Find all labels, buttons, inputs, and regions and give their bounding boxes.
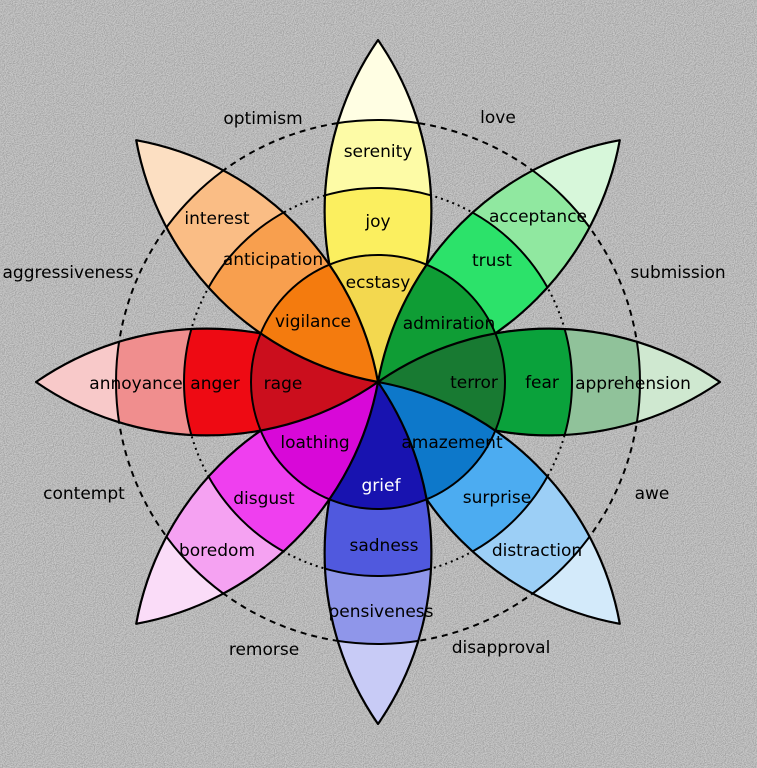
dyad-label-awe: awe: [635, 484, 670, 504]
petal-disgust: [136, 382, 378, 624]
label-anticipation: anticipation: [223, 250, 323, 270]
dyad-label-disapproval: disapproval: [452, 638, 551, 658]
label-trust: trust: [472, 251, 512, 271]
label-distraction: distraction: [492, 541, 582, 561]
dyad-label-remorse: remorse: [229, 640, 299, 660]
label-boredom: boredom: [179, 541, 255, 561]
label-fear: fear: [525, 373, 559, 393]
segment-pensiveness: [324, 382, 432, 645]
dyad-label-submission: submission: [630, 263, 725, 283]
label-joy: joy: [364, 212, 390, 232]
segment-serenity: [324, 119, 432, 382]
label-acceptance: acceptance: [489, 207, 587, 227]
segment-anger: [183, 328, 378, 436]
segment-loathing: [250, 382, 378, 510]
label-serenity: serenity: [344, 142, 413, 162]
label-disgust: disgust: [233, 489, 295, 509]
label-grief: grief: [362, 476, 402, 496]
segment-vigilance: [250, 254, 378, 382]
petal-anticipation: [136, 140, 378, 382]
petal-fear: [378, 328, 720, 436]
petal-anticipation-outline: [135, 139, 380, 384]
label-sadness: sadness: [349, 536, 418, 556]
label-surprise: surprise: [463, 488, 531, 508]
segment-terror: [378, 328, 506, 436]
label-terror: terror: [450, 373, 498, 393]
label-apprehension: apprehension: [575, 374, 691, 394]
segment-fear: [378, 328, 573, 436]
label-amazement: amazement: [401, 433, 503, 453]
petal-surprise: [378, 382, 620, 624]
dyad-label-love: love: [480, 108, 516, 128]
dyad-label-contempt: contempt: [43, 484, 125, 504]
label-ecstasy: ecstasy: [346, 273, 411, 293]
segment-apprehension: [378, 328, 641, 436]
segment-amazement: [378, 382, 506, 510]
label-annoyance: annoyance: [89, 374, 182, 394]
petal-sadness: [324, 382, 432, 724]
dyad-label-aggressiveness: aggressiveness: [3, 263, 134, 283]
petal-trust: [378, 140, 620, 382]
label-loathing: loathing: [280, 433, 349, 453]
segment-admiration: [378, 254, 506, 382]
segment-trust: [378, 187, 573, 382]
label-rage: rage: [264, 374, 303, 394]
segment-annoyance: [115, 328, 378, 436]
segment-sadness: [324, 382, 432, 577]
segment-surprise: [378, 382, 573, 577]
label-pensiveness: pensiveness: [328, 602, 433, 622]
label-vigilance: vigilance: [275, 312, 351, 332]
segment-rage: [250, 328, 378, 436]
dyad-label-optimism: optimism: [223, 109, 302, 129]
label-admiration: admiration: [403, 314, 495, 334]
label-interest: interest: [184, 209, 250, 229]
segment-disgust: [183, 382, 378, 577]
petal-anger: [36, 328, 378, 436]
petal-joy: [324, 40, 432, 382]
segment-grief: [324, 382, 432, 510]
segment-ecstasy: [324, 254, 432, 382]
segment-joy: [324, 187, 432, 382]
label-anger: anger: [190, 374, 239, 394]
segment-anticipation: [183, 187, 378, 382]
